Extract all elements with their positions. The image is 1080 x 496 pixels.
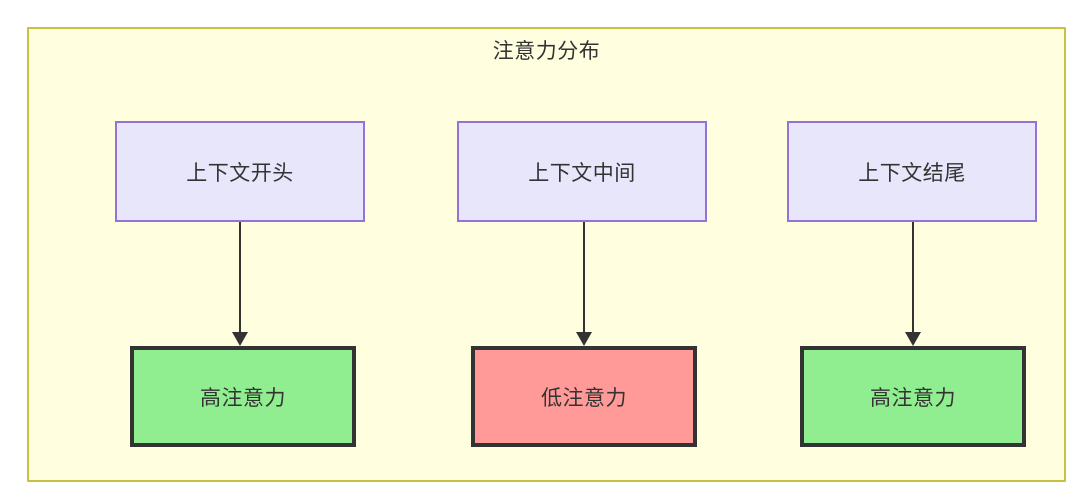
node-status-high-2[interactable]: 高注意力: [800, 346, 1026, 447]
attention-distribution-subgraph: 注意力分布 上下文开头 高注意力 上下文中间 低注意力 上下文结尾: [27, 27, 1066, 482]
page-title: 注意力分布: [492, 40, 601, 63]
node-context-middle[interactable]: 上下文中间: [457, 121, 707, 222]
down-arrow-icon-1: [232, 222, 248, 346]
node-context-start-label: 上下文开头: [186, 161, 294, 185]
node-context-end-label: 上下文结尾: [858, 161, 966, 185]
node-status-low-label: 低注意力: [541, 386, 627, 410]
node-context-end[interactable]: 上下文结尾: [787, 121, 1037, 222]
down-arrow-icon-3: [905, 222, 921, 346]
node-context-middle-label: 上下文中间: [528, 161, 636, 185]
node-status-low[interactable]: 低注意力: [471, 346, 697, 447]
node-status-high-2-label: 高注意力: [870, 386, 956, 410]
node-context-start[interactable]: 上下文开头: [115, 121, 365, 222]
down-arrow-icon-2: [576, 222, 592, 346]
node-status-high-1[interactable]: 高注意力: [130, 346, 356, 447]
node-status-high-1-label: 高注意力: [200, 386, 286, 410]
